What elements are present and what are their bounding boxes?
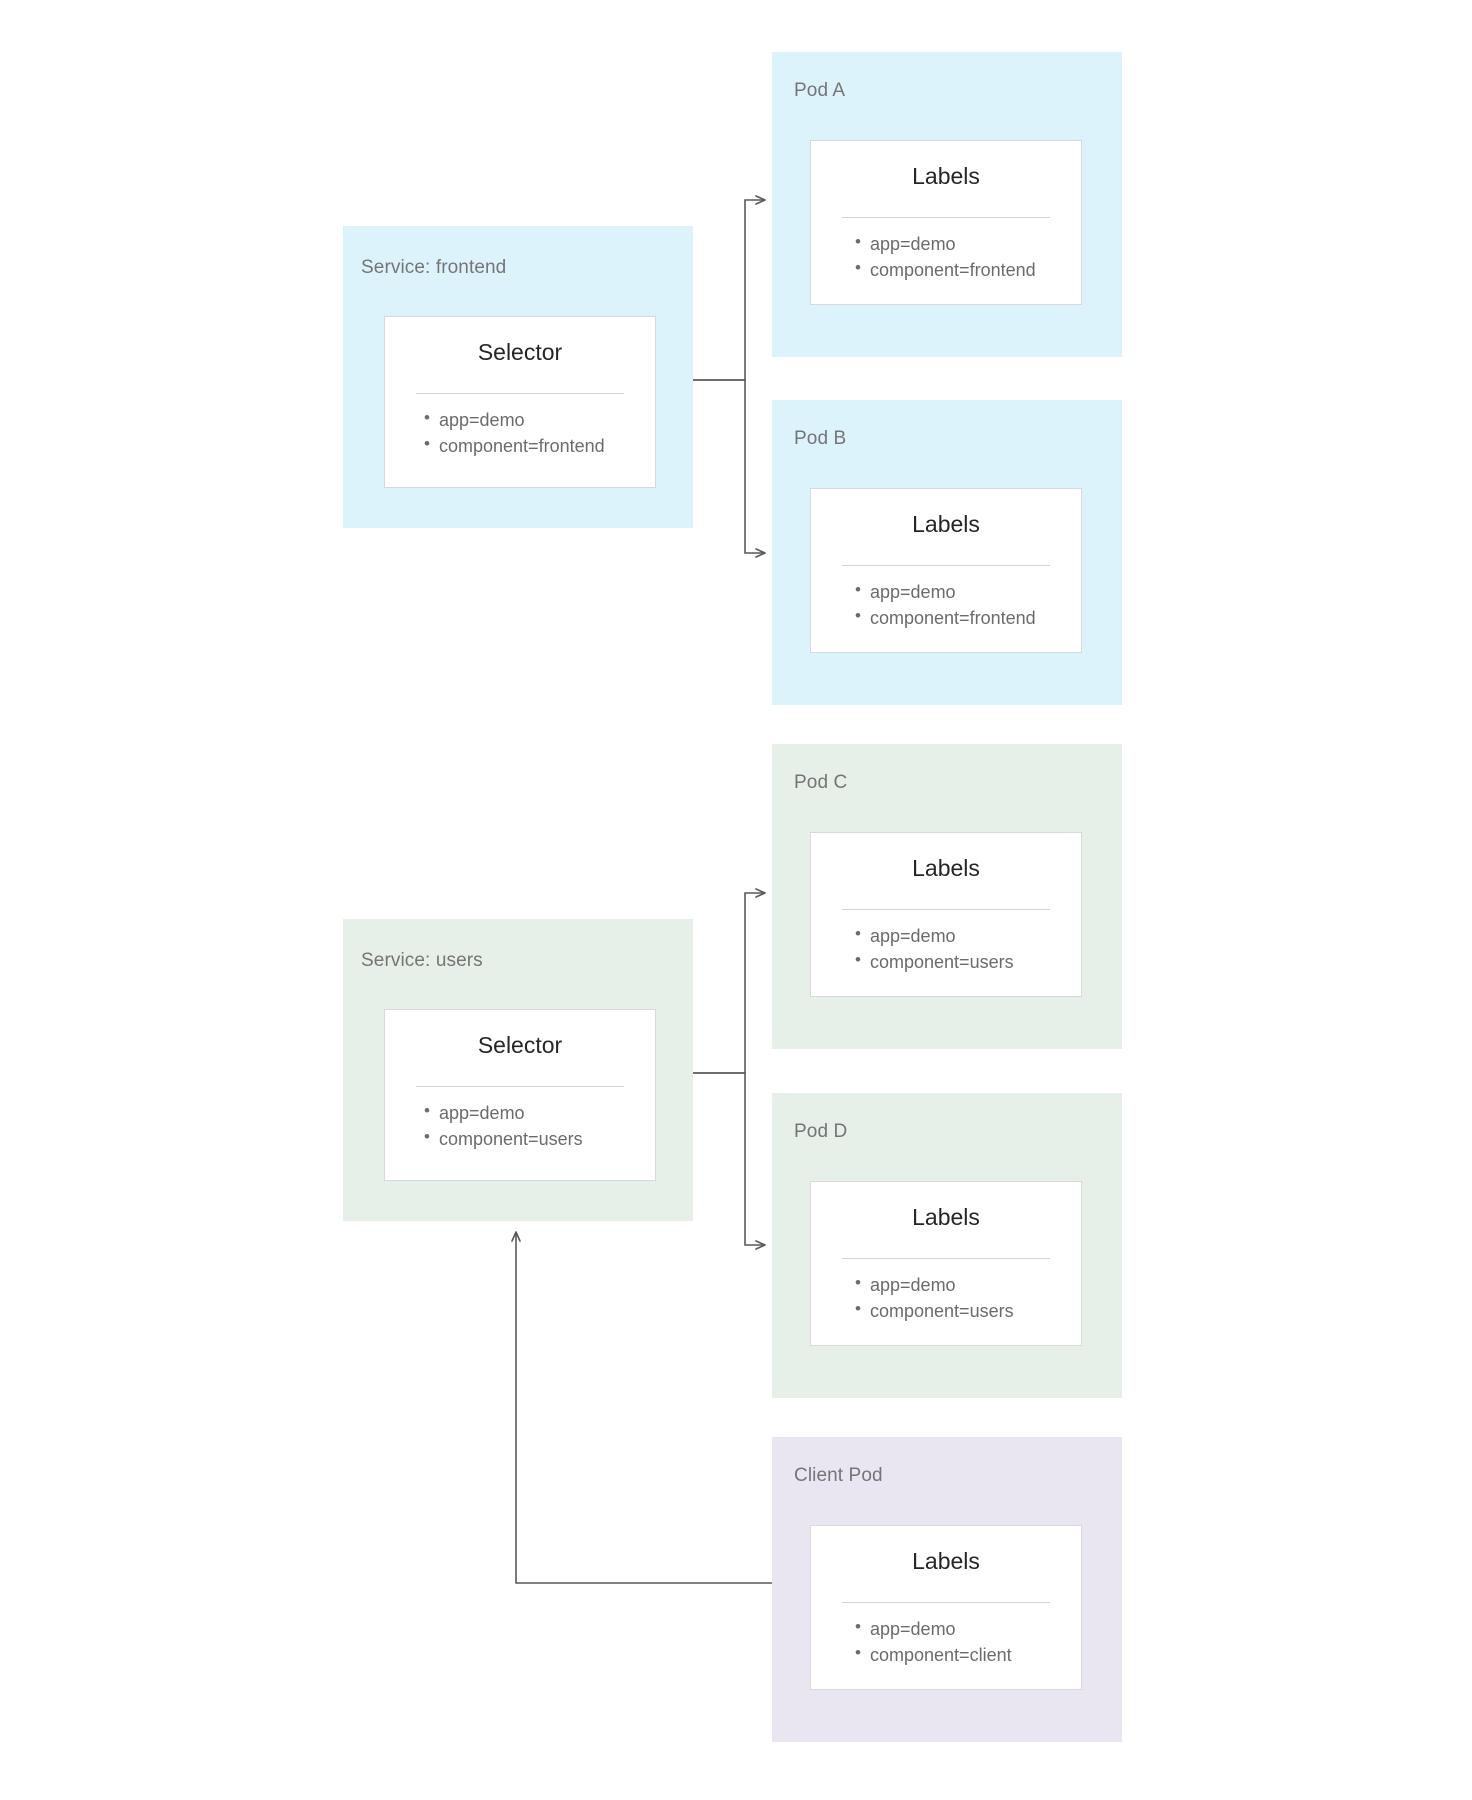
pod-b-panel: Pod B Labels app=demo component=frontend: [772, 400, 1122, 705]
service-frontend-selector-list: app=demo component=frontend: [422, 406, 605, 459]
client-pod-label-item: component=client: [853, 1641, 1012, 1668]
pod-d-card-divider: [842, 1258, 1050, 1259]
pod-d-title: Pod D: [794, 1121, 848, 1142]
pod-a-card-title: Labels: [912, 163, 980, 189]
service-users-selector-list: app=demo component=users: [422, 1099, 583, 1152]
connector-frontend-to-pod-a: [693, 195, 766, 381]
service-frontend-card-divider: [416, 393, 624, 394]
service-frontend-card-title: Selector: [477, 339, 563, 365]
client-pod-labels-card: Labels app=demo component=client: [810, 1525, 1082, 1690]
connector-users-to-pod-d: [693, 1072, 766, 1250]
pod-a-label-item: component=frontend: [853, 256, 1036, 283]
service-users-selector-item: app=demo: [422, 1099, 583, 1126]
pod-c-label-item: app=demo: [853, 922, 1014, 949]
service-users-selector-item: component=users: [422, 1125, 583, 1152]
connector-frontend-to-pod-b: [693, 379, 766, 558]
pod-c-label-list: app=demo component=users: [853, 922, 1014, 975]
service-users-selector-card: Selector app=demo component=users: [384, 1009, 656, 1181]
pod-c-panel: Pod C Labels app=demo component=users: [772, 744, 1122, 1049]
pod-a-labels-card: Labels app=demo component=frontend: [810, 140, 1082, 305]
pod-c-labels-card: Labels app=demo component=users: [810, 832, 1082, 997]
connector-users-to-pod-c: [693, 888, 766, 1074]
service-frontend-selector-item: component=frontend: [422, 432, 605, 459]
service-users-panel: Service: users Selector app=demo compone…: [343, 919, 693, 1221]
client-pod-card-title: Labels: [912, 1548, 980, 1574]
client-pod-panel: Client Pod Labels app=demo component=cli…: [772, 1437, 1122, 1742]
pod-d-panel: Pod D Labels app=demo component=users: [772, 1093, 1122, 1398]
client-pod-label-list: app=demo component=client: [853, 1615, 1012, 1668]
client-pod-card-divider: [842, 1602, 1050, 1603]
service-users-card-divider: [416, 1086, 624, 1087]
pod-b-labels-card: Labels app=demo component=frontend: [810, 488, 1082, 653]
pod-b-card-divider: [842, 565, 1050, 566]
service-frontend-selector-card: Selector app=demo component=frontend: [384, 316, 656, 488]
pod-c-card-title: Labels: [912, 855, 980, 881]
pod-a-label-item: app=demo: [853, 230, 1036, 257]
pod-b-card-title: Labels: [912, 511, 980, 537]
pod-b-label-item: component=frontend: [853, 604, 1036, 631]
service-users-title: Service: users: [361, 950, 483, 971]
pod-d-label-list: app=demo component=users: [853, 1271, 1014, 1324]
pod-d-labels-card: Labels app=demo component=users: [810, 1181, 1082, 1346]
client-pod-label-item: app=demo: [853, 1615, 1012, 1642]
connector-client-to-users: [511, 1231, 772, 1584]
service-frontend-title: Service: frontend: [361, 257, 507, 278]
pod-d-card-title: Labels: [912, 1204, 980, 1230]
pod-b-label-item: app=demo: [853, 578, 1036, 605]
pod-a-label-list: app=demo component=frontend: [853, 230, 1036, 283]
pod-c-title: Pod C: [794, 772, 848, 793]
service-frontend-panel: Service: frontend Selector app=demo comp…: [343, 226, 693, 528]
pod-b-title: Pod B: [794, 428, 847, 449]
pod-a-title: Pod A: [794, 80, 846, 101]
pod-c-label-item: component=users: [853, 948, 1014, 975]
client-pod-title: Client Pod: [794, 1465, 883, 1486]
pod-a-panel: Pod A Labels app=demo component=frontend: [772, 52, 1122, 357]
pod-c-card-divider: [842, 909, 1050, 910]
pod-d-label-item: component=users: [853, 1297, 1014, 1324]
service-frontend-selector-item: app=demo: [422, 406, 605, 433]
service-users-card-title: Selector: [477, 1032, 563, 1058]
pod-a-card-divider: [842, 217, 1050, 218]
pod-b-label-list: app=demo component=frontend: [853, 578, 1036, 631]
pod-d-label-item: app=demo: [853, 1271, 1014, 1298]
